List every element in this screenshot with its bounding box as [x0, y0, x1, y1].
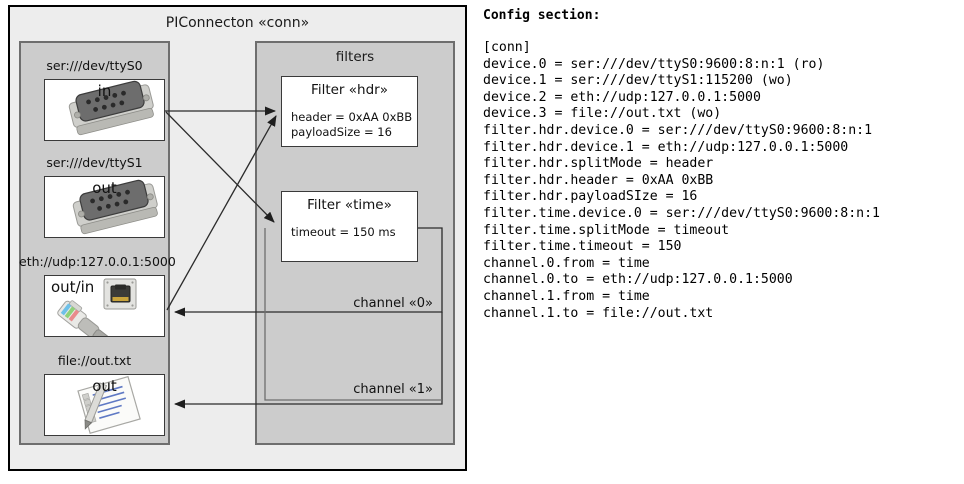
device-label-file: file://out.txt: [57, 353, 132, 368]
wire-channel0-to-eth: [174, 227, 443, 317]
filter-hdr-prop-header: header = 0xAA 0xBB: [291, 110, 413, 124]
filters-panel-title: filters: [335, 49, 375, 65]
ethernet-jack-icon: [45, 276, 164, 336]
filter-time-title: Filter «time»: [307, 197, 392, 213]
page-title: PIConnecton «conn»: [165, 15, 310, 31]
filter-box-time[interactable]: Filter «time» timeout = 150 ms: [281, 191, 418, 262]
filter-time-prop-timeout: timeout = 150 ms: [291, 225, 396, 239]
channel-0-label: channel «0»: [353, 296, 433, 311]
config-section-heading: Config section:: [483, 8, 601, 23]
device-label-eth: eth://udp:127.0.0.1:5000: [19, 254, 176, 269]
device-card-file[interactable]: out: [44, 374, 165, 436]
channel-1-outline: [264, 314, 442, 401]
device-label-ttyS1: ser:///dev/ttyS1: [46, 155, 143, 170]
serial-port-icon: [45, 177, 164, 237]
channel-box-0[interactable]: channel «0»: [265, 228, 442, 314]
connector-wires: [165, 106, 443, 409]
config-section-body: [conn] device.0 = ser:///dev/ttyS0:9600:…: [483, 40, 880, 321]
filter-hdr-title: Filter «hdr»: [311, 82, 388, 98]
channel-1-label: channel «1»: [353, 382, 433, 397]
filter-hdr-prop-payload: payloadSize = 16: [291, 125, 392, 139]
wire-channel1-to-file: [174, 312, 443, 409]
device-label-ttyS0: ser:///dev/ttyS0: [46, 58, 143, 73]
filter-box-hdr[interactable]: Filter «hdr» header = 0xAA 0xBB payloadS…: [281, 76, 418, 147]
serial-port-icon: [45, 80, 164, 140]
wire-eth-to-hdr: [166, 115, 277, 311]
wire-ttyS0-to-time: [165, 111, 275, 223]
text-file-icon: [45, 375, 164, 435]
device-card-ttyS1[interactable]: out: [44, 176, 165, 238]
channel-box-1[interactable]: channel «1»: [265, 314, 442, 400]
